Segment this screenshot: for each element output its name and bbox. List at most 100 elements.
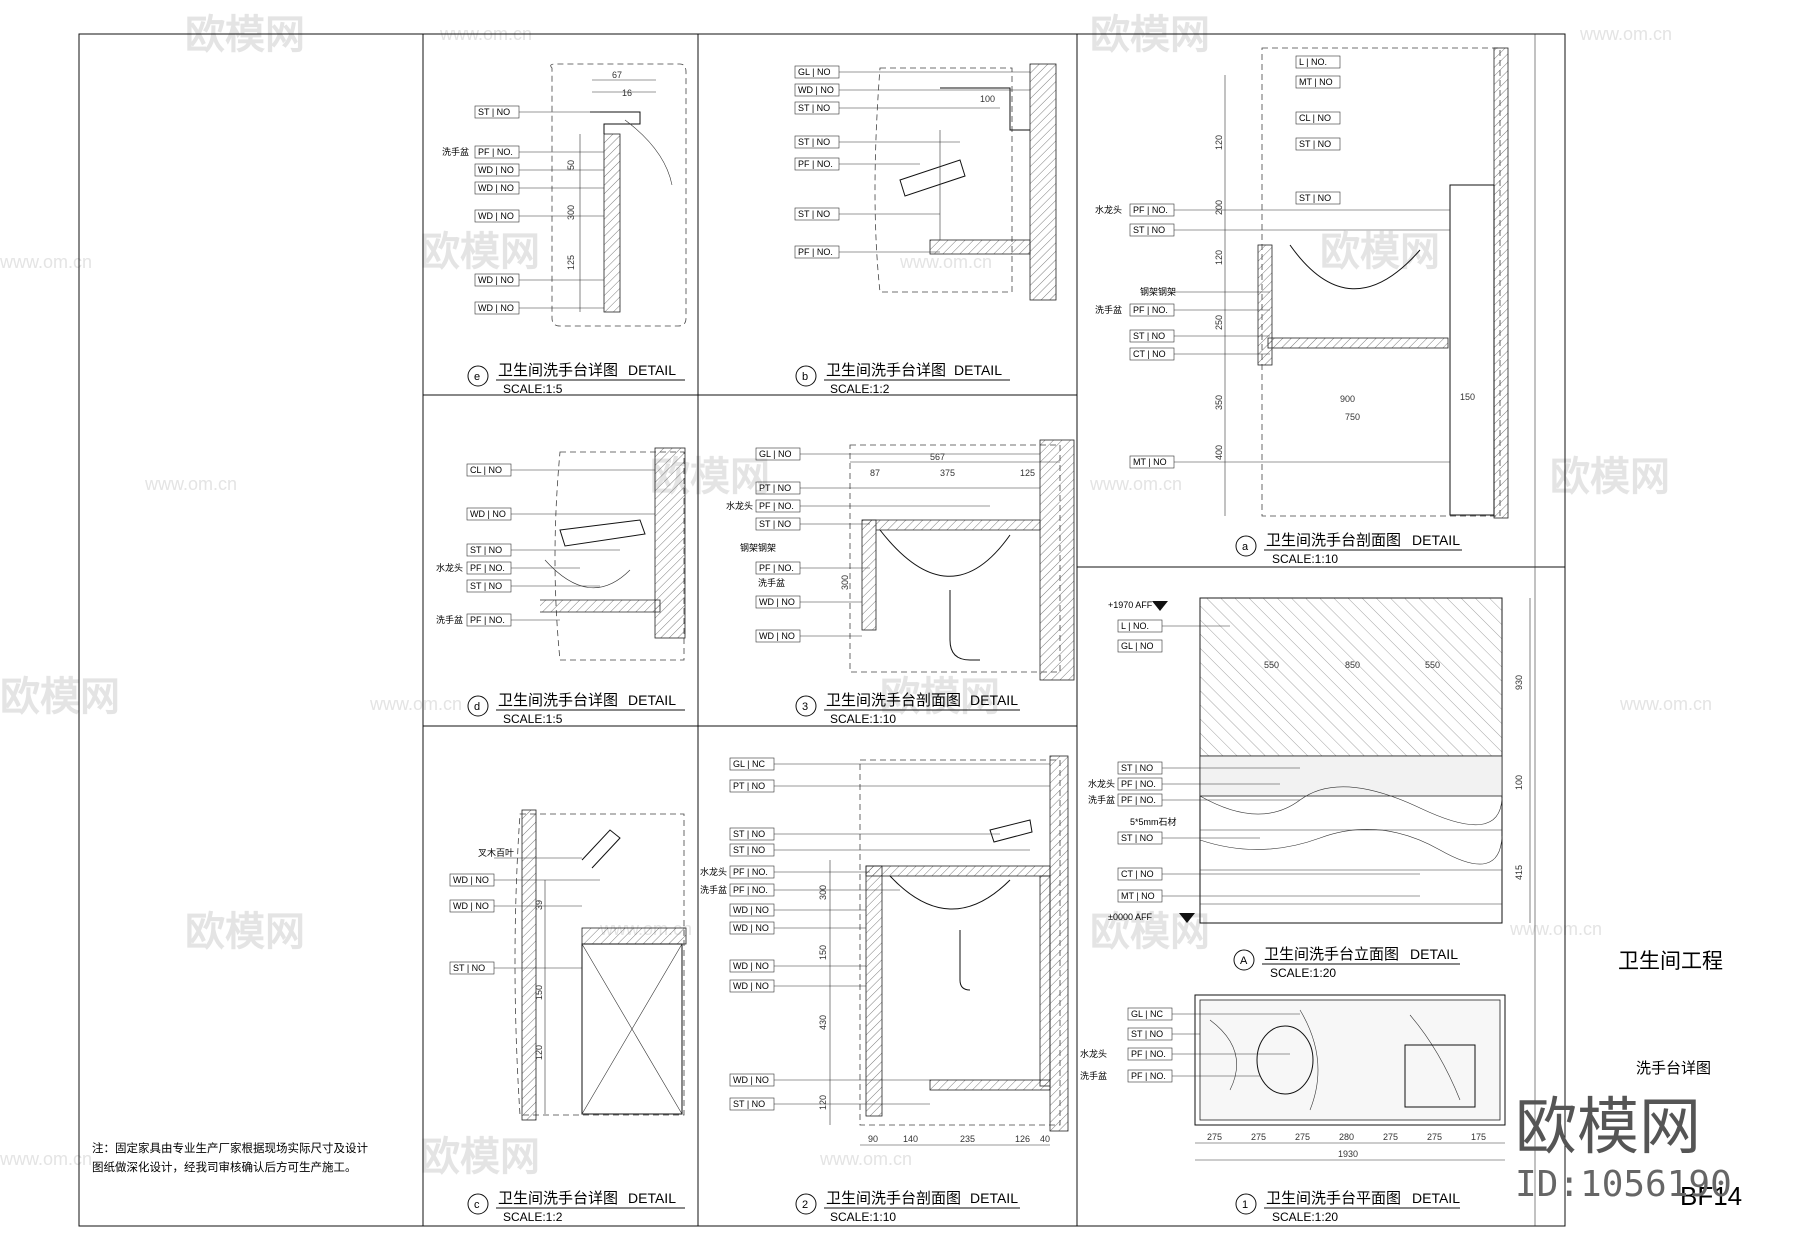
- watermark-url: www.om.cn: [144, 474, 237, 494]
- svg-text:275: 275: [1383, 1132, 1398, 1142]
- svg-text:175: 175: [1471, 1132, 1486, 1142]
- svg-text:ST | NO: ST | NO: [1133, 225, 1165, 235]
- svg-text:ST | NO: ST | NO: [798, 209, 830, 219]
- sheet-number: BF14: [1680, 1181, 1742, 1211]
- svg-text:930: 930: [1514, 675, 1524, 690]
- svg-text:567: 567: [930, 452, 945, 462]
- svg-text:钢架钢架: 钢架钢架: [1140, 286, 1176, 297]
- svg-text:1930: 1930: [1338, 1149, 1358, 1159]
- watermark-url: www.om.cn: [1579, 24, 1672, 44]
- svg-text:PF | NO.: PF | NO.: [1131, 1071, 1166, 1081]
- svg-text:DETAIL: DETAIL: [954, 362, 1002, 378]
- section-2: 300 150 430 120 90 140 235 126 40 GL | N…: [700, 755, 1069, 1146]
- svg-text:ST | NO: ST | NO: [1131, 1029, 1163, 1039]
- svg-text:水龙头: 水龙头: [726, 500, 753, 511]
- svg-text:WD | NO: WD | NO: [733, 905, 769, 915]
- svg-text:120: 120: [1214, 250, 1224, 265]
- svg-text:PF | NO.: PF | NO.: [470, 615, 505, 625]
- label-basin: 洗手盆: [442, 146, 469, 157]
- svg-text:WD | NO: WD | NO: [478, 275, 514, 285]
- svg-text:ST | NO: ST | NO: [733, 829, 765, 839]
- watermark-brand: 欧模网: [420, 1135, 540, 1179]
- detail-b: 100 GL | NO WD | NO ST | NO ST | NO PF |…: [794, 63, 1057, 301]
- svg-text:100: 100: [1514, 775, 1524, 790]
- watermark-brand: 欧模网: [185, 13, 305, 57]
- svg-text:400: 400: [1214, 445, 1224, 460]
- svg-text:3: 3: [802, 701, 808, 713]
- svg-text:ST | NO: ST | NO: [1299, 139, 1331, 149]
- watermark-url: www.om.cn: [1509, 919, 1602, 939]
- drawing-name: 洗手台详图: [1636, 1060, 1711, 1077]
- svg-text:PF | NO.: PF | NO.: [798, 247, 833, 257]
- detail-d: CL | NO WD | NO ST | NO PF | NO. ST | NO…: [436, 447, 686, 661]
- watermark-brand: 欧模网: [185, 910, 305, 954]
- svg-text:MT | NO: MT | NO: [1121, 891, 1155, 901]
- svg-text:SCALE:1:2: SCALE:1:2: [503, 1210, 563, 1224]
- svg-text:叉木百叶: 叉木百叶: [478, 847, 514, 858]
- svg-text:钢架钢架: 钢架钢架: [740, 542, 776, 553]
- svg-text:水龙头: 水龙头: [700, 866, 727, 877]
- svg-text:ST | NO: ST | NO: [759, 519, 791, 529]
- svg-text:DETAIL: DETAIL: [970, 692, 1018, 708]
- svg-text:67: 67: [612, 70, 622, 80]
- svg-text:WD | NO: WD | NO: [798, 85, 834, 95]
- panel-title-3: 3 卫生间洗手台剖面图 DETAIL SCALE:1:10: [795, 692, 1020, 726]
- svg-text:750: 750: [1345, 412, 1360, 422]
- svg-text:ST | NO: ST | NO: [453, 963, 485, 973]
- svg-text:WD | NO: WD | NO: [478, 165, 514, 175]
- svg-text:WD | NO: WD | NO: [733, 981, 769, 991]
- svg-text:WD | NO: WD | NO: [453, 875, 489, 885]
- svg-text:GL | NO: GL | NO: [798, 67, 831, 77]
- svg-text:d: d: [474, 701, 480, 713]
- svg-text:150: 150: [1460, 392, 1475, 402]
- svg-text:900: 900: [1340, 394, 1355, 404]
- svg-text:WD | NO: WD | NO: [759, 631, 795, 641]
- svg-text:120: 120: [818, 1095, 828, 1110]
- svg-text:275: 275: [1295, 1132, 1310, 1142]
- svg-text:ST | NO: ST | NO: [1133, 331, 1165, 341]
- svg-text:卫生间洗手台剖面图: 卫生间洗手台剖面图: [826, 692, 961, 709]
- svg-text:卫生间洗手台立面图: 卫生间洗手台立面图: [1264, 946, 1399, 963]
- svg-text:ST | NO: ST | NO: [1299, 193, 1331, 203]
- plan-1: 275 275 275 280 275 275 175 1930 GL | NC…: [1080, 994, 1506, 1161]
- svg-text:275: 275: [1427, 1132, 1442, 1142]
- watermark-id: ID:1056190: [1515, 1164, 1732, 1205]
- svg-text:CL | NO: CL | NO: [470, 465, 502, 475]
- svg-text:50: 50: [566, 160, 576, 170]
- level-bottom: ±0000 AFF: [1108, 912, 1152, 922]
- svg-text:300: 300: [818, 885, 828, 900]
- sheet-title: 卫生间工程: [1618, 950, 1723, 973]
- svg-text:WD | NO: WD | NO: [453, 901, 489, 911]
- svg-text:150: 150: [818, 945, 828, 960]
- svg-text:SCALE:1:10: SCALE:1:10: [830, 1210, 896, 1224]
- svg-text:275: 275: [1251, 1132, 1266, 1142]
- watermark-url: www.om.cn: [899, 252, 992, 272]
- panel-title-b: b 卫生间洗手台详图 DETAIL SCALE:1:2: [795, 362, 1010, 396]
- detail-c: 39 150 120 WD | NO WD | NO ST | NO 叉木百叶: [449, 809, 687, 1121]
- watermark-url: www.om.cn: [0, 1149, 92, 1169]
- svg-text:SCALE:1:5: SCALE:1:5: [503, 712, 563, 726]
- svg-text:PF | NO.: PF | NO.: [759, 501, 794, 511]
- svg-text:洗手盆: 洗手盆: [758, 577, 785, 588]
- watermark-url: www.om.cn: [0, 252, 92, 272]
- svg-text:39: 39: [534, 900, 544, 910]
- svg-text:PF | NO.: PF | NO.: [478, 147, 513, 157]
- panel-title-d: d 卫生间洗手台详图 DETAIL SCALE:1:5: [467, 692, 685, 726]
- watermark-url: www.om.cn: [1619, 694, 1712, 714]
- svg-text:280: 280: [1339, 1132, 1354, 1142]
- general-note: 注：固定家具由专业生产厂家根据现场实际尺寸及设计 图纸做深化设计，经我司审核确认…: [92, 1141, 368, 1174]
- svg-text:WD | NO: WD | NO: [733, 961, 769, 971]
- svg-text:ST | NO: ST | NO: [733, 1099, 765, 1109]
- svg-text:SCALE:1:10: SCALE:1:10: [1272, 552, 1338, 566]
- svg-text:水龙头: 水龙头: [1080, 1048, 1107, 1059]
- svg-text:PT | NO: PT | NO: [733, 781, 765, 791]
- svg-text:275: 275: [1207, 1132, 1222, 1142]
- svg-text:550: 550: [1425, 660, 1440, 670]
- svg-text:125: 125: [1020, 468, 1035, 478]
- svg-text:126: 126: [1015, 1134, 1030, 1144]
- section-3: 567 87 375 125 300 GL | NO PT | NO PF | …: [726, 439, 1075, 681]
- svg-text:L | NO.: L | NO.: [1299, 57, 1327, 67]
- watermark-url: www.om.cn: [819, 1149, 912, 1169]
- svg-text:洗手盆: 洗手盆: [1095, 304, 1122, 315]
- svg-text:430: 430: [818, 1015, 828, 1030]
